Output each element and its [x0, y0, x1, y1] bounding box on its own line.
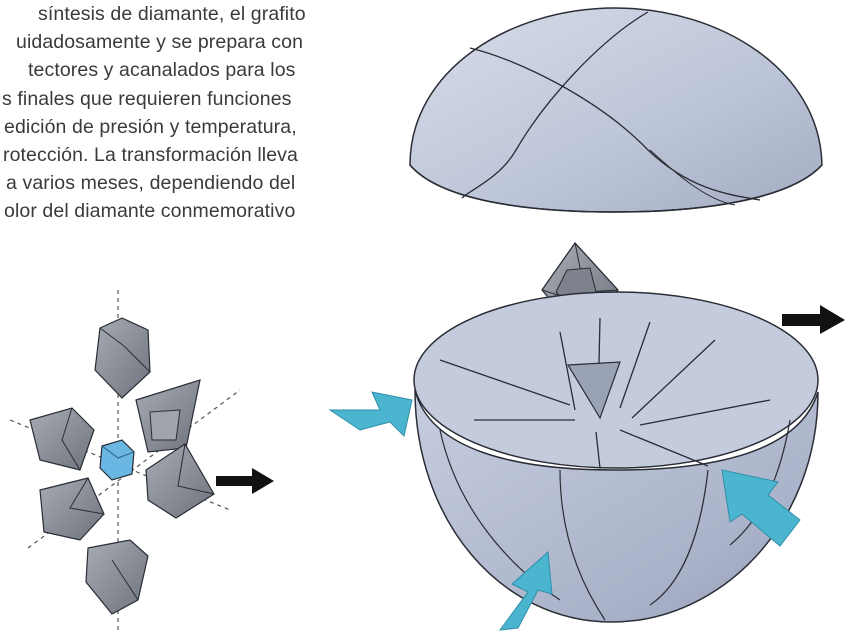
paragraph-line: rotección. La transformación lleva — [3, 143, 298, 166]
paragraph-line: síntesis de diamante, el grafito — [38, 3, 306, 25]
arrow-diagonal-icon — [328, 391, 413, 437]
paragraph-line: a varios meses, dependiendo del — [6, 172, 296, 195]
seed-cube — [99, 439, 135, 481]
upper-dome — [409, 7, 823, 213]
arrow-right-icon — [782, 305, 845, 334]
arrow-diagonal-icon — [498, 550, 553, 631]
paragraph-line: olor del diamante conmemorativo — [4, 200, 296, 223]
arrow-diagonal-icon — [721, 469, 801, 547]
arrow-right-icon — [216, 468, 274, 494]
paragraph-line: uidadosamente y se prepara con — [16, 31, 304, 54]
paragraph-line: edición de presión y temperatura, — [4, 115, 297, 138]
paragraph-line: s finales que requieren funciones — [2, 87, 292, 110]
paragraph-line: tectores y acanalados para los — [28, 59, 296, 82]
pressure-arrows — [328, 391, 801, 631]
seed-crystal-arrangement — [9, 290, 241, 634]
segmented-bowl — [413, 291, 819, 623]
description-paragraph: síntesis de diamante, el grafito uidados… — [0, 0, 430, 226]
